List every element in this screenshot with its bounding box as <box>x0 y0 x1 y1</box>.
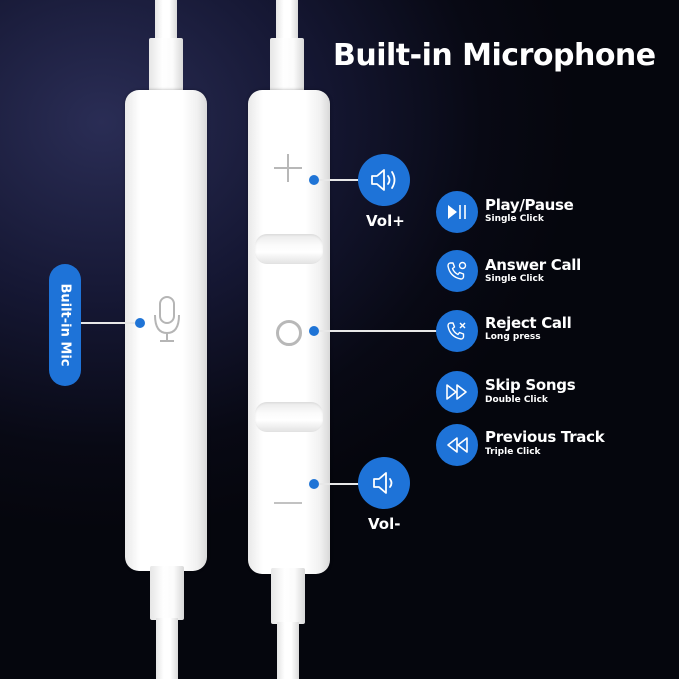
vol-up-dot <box>309 175 319 185</box>
mic-connector-line <box>81 322 135 324</box>
mic-unit <box>125 90 207 571</box>
volume-up-button[interactable] <box>270 150 306 186</box>
speaker-quiet-icon <box>373 472 393 494</box>
right-collar-top <box>270 38 304 94</box>
left-collar-top <box>149 38 183 94</box>
left-collar-bottom <box>150 566 184 620</box>
vol-up-badge <box>358 154 410 206</box>
center-connector-line <box>319 330 439 332</box>
play-pause-badge <box>436 191 478 233</box>
right-collar-bottom <box>271 568 305 624</box>
reject-call-action: Long press <box>485 332 541 342</box>
vol-up-label: Vol+ <box>366 212 405 230</box>
fast-forward-icon <box>446 384 467 400</box>
right-cable-top <box>276 0 298 45</box>
answer-call-icon <box>447 261 467 280</box>
vol-down-connector-line <box>319 483 361 485</box>
answer-call-title: Answer Call <box>485 256 581 274</box>
left-cable-top <box>155 0 177 45</box>
left-cable-bottom <box>156 618 178 679</box>
minus-icon <box>274 502 302 504</box>
reject-call-icon <box>447 322 466 340</box>
center-button[interactable] <box>276 320 302 346</box>
skip-songs-badge <box>436 371 478 413</box>
answer-call-badge <box>436 250 478 292</box>
vol-down-dot <box>309 479 319 489</box>
mic-dot <box>135 318 145 328</box>
play-pause-action: Single Click <box>485 214 544 224</box>
skip-songs-title: Skip Songs <box>485 376 576 394</box>
plus-icon <box>274 154 302 182</box>
vol-down-badge <box>358 457 410 509</box>
reject-call-badge <box>436 310 478 352</box>
skip-songs-action: Double Click <box>485 395 548 405</box>
reject-call-title: Reject Call <box>485 314 572 332</box>
upper-rib <box>255 234 323 264</box>
vol-up-connector-line <box>319 179 361 181</box>
page-title: Built-in Microphone <box>333 38 656 73</box>
right-cable-bottom <box>277 622 299 679</box>
vol-down-label: Vol- <box>368 515 401 533</box>
rewind-icon <box>447 437 468 453</box>
lower-rib <box>255 402 323 432</box>
play-pause-icon <box>448 205 466 219</box>
center-button-dot <box>309 326 319 336</box>
microphone-icon <box>154 296 180 342</box>
answer-call-action: Single Click <box>485 274 544 284</box>
previous-track-badge <box>436 424 478 466</box>
previous-track-action: Triple Click <box>485 447 541 457</box>
built-in-mic-badge: Built-in Mic <box>49 264 81 386</box>
built-in-mic-label: Built-in Mic <box>57 283 73 367</box>
previous-track-title: Previous Track <box>485 428 605 446</box>
play-pause-title: Play/Pause <box>485 196 574 214</box>
speaker-loud-icon <box>371 169 396 191</box>
volume-down-button[interactable] <box>270 485 306 521</box>
